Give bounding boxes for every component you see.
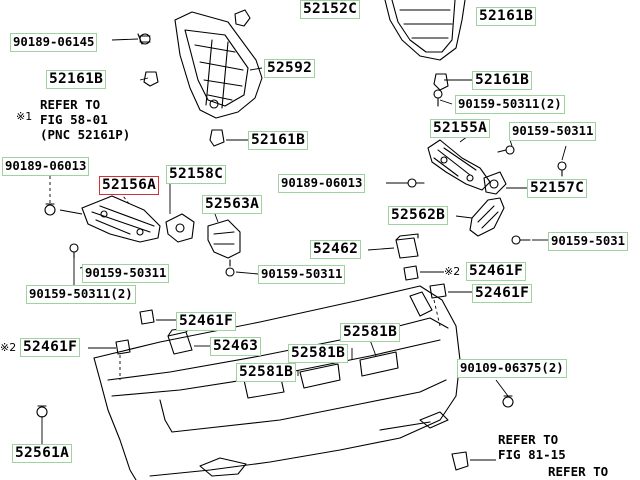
callout-52156A[interactable]: 52156A	[99, 176, 160, 195]
callout-52461F-mid[interactable]: 52461F	[176, 312, 237, 331]
note-mark-2-right: ※2	[444, 265, 461, 278]
screw-90189-06013-left[interactable]	[44, 203, 56, 216]
callout-52581B-2[interactable]: 52581B	[288, 344, 349, 363]
callout-90109-06375-2[interactable]: 90109-06375(2)	[457, 359, 567, 378]
callout-90189-06013-left[interactable]: 90189-06013	[2, 157, 90, 176]
bumper-cover[interactable]	[93, 285, 461, 480]
clip-top[interactable]	[234, 9, 251, 27]
part-52161B-mudguard[interactable]	[384, 0, 466, 61]
callout-90159-50311-2-top[interactable]: 90159-50311(2)	[455, 95, 565, 114]
screw-right-3[interactable]	[557, 161, 567, 177]
screw-right-4[interactable]	[511, 235, 531, 245]
part-52563A-spacer[interactable]	[207, 219, 241, 259]
screw-90159-50311-left[interactable]	[69, 243, 79, 259]
callout-52581B-3[interactable]: 52581B	[236, 363, 297, 382]
screw-right-1[interactable]	[433, 89, 443, 107]
part-52158C-bracket[interactable]	[165, 213, 195, 243]
callout-52161B-right[interactable]: 52161B	[472, 71, 533, 90]
part-52157C-bracket[interactable]	[483, 171, 507, 195]
callout-52592[interactable]: 52592	[264, 59, 316, 78]
note-refer-fig-81-15: REFER TO FIG 81-15	[498, 432, 566, 462]
note-refer-to-bottom: REFER TO	[548, 464, 609, 479]
callout-90189-06145[interactable]: 90189-06145	[10, 33, 98, 52]
screw-90189-06013-mid[interactable]	[407, 178, 425, 188]
note-mark-1: ※1	[16, 110, 33, 123]
callout-52461F-right-2[interactable]: 52461F	[472, 284, 533, 303]
callout-52581B-1[interactable]: 52581B	[340, 323, 401, 342]
callout-90159-50311-right[interactable]: 90159-50311	[509, 122, 597, 141]
callout-52155A[interactable]: 52155A	[430, 119, 491, 138]
pad-52461F-r1[interactable]	[403, 265, 419, 281]
screw-90189-06145[interactable]	[137, 33, 151, 45]
part-52463-pad[interactable]	[167, 327, 193, 355]
part-52155A-retainer[interactable]	[427, 139, 491, 191]
callout-90159-5031-right[interactable]: 90159-5031	[548, 232, 629, 251]
clip-refer-81-15[interactable]	[451, 451, 469, 471]
screw-90109-06375[interactable]	[502, 395, 514, 408]
callout-52463[interactable]: 52463	[210, 337, 262, 356]
screw-right-2[interactable]	[497, 145, 515, 155]
callout-52161B-left[interactable]: 52161B	[46, 70, 107, 89]
callout-52161B-top-right[interactable]: 52161B	[476, 7, 537, 26]
callout-52563A[interactable]: 52563A	[202, 195, 263, 214]
clip-52161B-left[interactable]	[143, 71, 159, 87]
callout-90159-50311-mid[interactable]: 90159-50311	[258, 265, 346, 284]
callout-52561A[interactable]: 52561A	[12, 444, 73, 463]
screw-90159-50311-mid[interactable]	[225, 259, 235, 277]
callout-90159-50311-2-left[interactable]: 90159-50311(2)	[26, 285, 136, 304]
note-refer-fig-58-01: REFER TO FIG 58-01 (PNC 52161P)	[40, 97, 131, 142]
clip-52161B-right[interactable]	[433, 73, 449, 91]
callout-52158C[interactable]: 52158C	[166, 165, 227, 184]
clip-52161B-mid[interactable]	[209, 129, 225, 147]
callout-52461F-left[interactable]: 52461F	[20, 338, 81, 357]
callout-52157C[interactable]: 52157C	[527, 179, 588, 198]
pad-52461F-r2[interactable]	[429, 283, 447, 299]
pad-52461F-m[interactable]	[139, 309, 155, 325]
part-52462-pad[interactable]	[395, 233, 419, 259]
callout-52461F-right-1[interactable]: 52461F	[466, 262, 527, 281]
callout-90159-50311-left-mid[interactable]: 90159-50311	[82, 264, 170, 283]
part-52592-bracket[interactable]	[174, 11, 263, 119]
callout-90189-06013-mid[interactable]: 90189-06013	[278, 174, 366, 193]
pad-52461F-l[interactable]	[115, 339, 131, 355]
note-mark-2-left: ※2	[0, 341, 17, 354]
part-52562B-retainer[interactable]	[469, 197, 505, 237]
callout-52462[interactable]: 52462	[310, 240, 362, 259]
part-52156A-retainer[interactable]	[81, 195, 161, 243]
screw-52561A[interactable]	[36, 405, 48, 418]
callout-52152C[interactable]: 52152C	[300, 0, 361, 19]
callout-52161B-mid[interactable]: 52161B	[248, 131, 309, 150]
callout-52562B[interactable]: 52562B	[388, 206, 449, 225]
